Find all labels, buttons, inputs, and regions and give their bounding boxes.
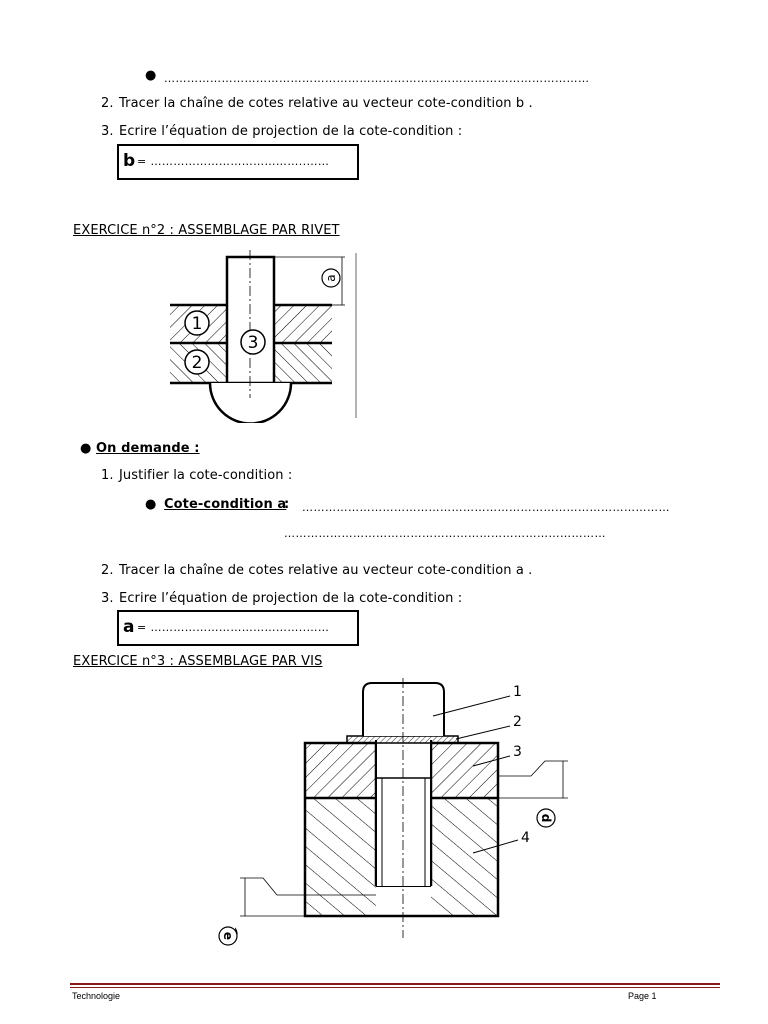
- on-demande-heading: On demande :: [96, 441, 200, 456]
- instruction-trace-chain-a: Tracer la chaîne de cotes relative au ve…: [119, 563, 533, 578]
- footer-subject: Technologie: [72, 991, 121, 1001]
- answer-dots-line: …………………………………………………………………………………………………: [164, 72, 590, 85]
- screw-part-1-label: 1: [513, 684, 522, 700]
- cote-colon: :: [284, 497, 290, 512]
- footer-rule: [70, 983, 720, 985]
- footer-page-number: Page 1: [628, 991, 657, 1001]
- cote-d-label: d: [539, 814, 553, 823]
- item-number: 2.: [101, 563, 114, 578]
- screw-part-2-label: 2: [513, 714, 522, 730]
- bullet-dot: ●: [145, 68, 157, 83]
- item-number: 3.: [101, 124, 114, 139]
- screw-assembly-figure: 1 2 3 4 d: [235, 678, 568, 941]
- rivet-part-2-label: 2: [192, 353, 203, 373]
- equation-variable: a: [123, 617, 135, 637]
- rivet-part-3-label: 3: [248, 333, 259, 353]
- instruction-write-equation-a: Ecrire l’équation de projection de la co…: [119, 591, 463, 606]
- cote-a-label: a: [324, 274, 338, 281]
- equation-box-b[interactable]: b = …………………………………..……: [117, 144, 359, 180]
- bullet-dot: ●: [80, 441, 92, 456]
- equation-answer-dots: = …………………………………..……: [137, 155, 330, 168]
- equation-answer-dots: = …………………………………..……: [137, 621, 330, 634]
- footer-rule: [70, 987, 720, 988]
- item-number: 1.: [101, 468, 114, 483]
- equation-box-a[interactable]: a = …………………………………..……: [117, 610, 359, 646]
- item-number: 3.: [101, 591, 114, 606]
- cote-e-label: e: [221, 932, 235, 940]
- screw-part-4-label: 4: [521, 830, 530, 846]
- bullet-dot: ●: [145, 497, 157, 512]
- screw-part-3-label: 3: [513, 744, 522, 760]
- exercise-2-title: EXERCICE n°2 : ASSEMBLAGE PAR RIVET: [73, 223, 340, 238]
- instruction-justify-cote: Justifier la cote-condition :: [119, 468, 293, 483]
- answer-dots-line: …………………………………………………………………………: [284, 527, 606, 540]
- item-number: 2.: [101, 96, 114, 111]
- exercise-3-title: EXERCICE n°3 : ASSEMBLAGE PAR VIS: [73, 654, 323, 669]
- instruction-trace-chain-b: Tracer la chaîne de cotes relative au ve…: [119, 96, 533, 111]
- instruction-write-equation-b: Ecrire l’équation de projection de la co…: [119, 124, 463, 139]
- equation-variable: b: [123, 151, 136, 171]
- cote-e-marker: e: [218, 926, 238, 946]
- rivet-part-1-label: 1: [192, 314, 203, 334]
- answer-dots-line: ……………………………………………………………………………………: [302, 501, 670, 514]
- cote-condition-a-label: Cote-condition a: [164, 497, 287, 512]
- rivet-assembly-figure: 1 2 3 a: [170, 250, 357, 423]
